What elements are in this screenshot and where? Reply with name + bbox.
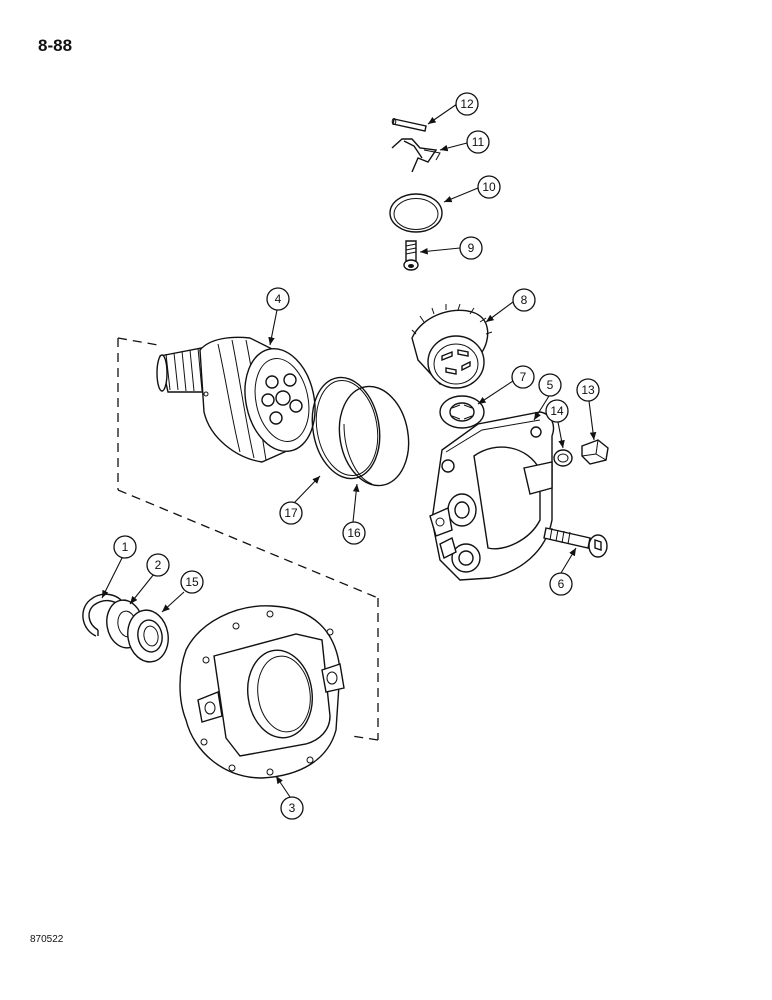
callout-10: 10 (477, 175, 501, 199)
part-7-valve-plate (439, 395, 485, 429)
callout-11: 11 (466, 130, 490, 154)
callout-9-label: 9 (468, 241, 475, 255)
callout-2: 2 (146, 553, 170, 577)
callout-7-label: 7 (520, 370, 527, 384)
callout-3-label: 3 (289, 801, 296, 815)
callout-12-label: 12 (460, 97, 474, 111)
part-8-gear-plate (411, 303, 493, 389)
callout-5: 5 (538, 373, 562, 397)
callout-16-label: 16 (347, 526, 361, 540)
callout-6: 6 (549, 572, 573, 596)
callout-15-label: 15 (185, 575, 199, 589)
callout-1: 1 (113, 535, 137, 559)
part-3-housing-flange (179, 605, 345, 779)
callout-17-label: 17 (284, 506, 298, 520)
callout-17: 17 (279, 501, 303, 525)
callout-4: 4 (266, 287, 290, 311)
part-12-roll-pin (391, 118, 427, 132)
part-14-washer (553, 449, 573, 467)
part-10-snap-ring (389, 193, 443, 233)
callout-1-label: 1 (122, 540, 129, 554)
part-5-end-cover-housing (429, 411, 555, 581)
figure-code: 870522 (30, 934, 64, 945)
callout-5-label: 5 (547, 378, 554, 392)
callout-10-label: 10 (482, 180, 496, 194)
part-15-bearing (127, 609, 169, 663)
callout-14: 14 (545, 399, 569, 423)
callout-6-label: 6 (558, 577, 565, 591)
callout-7: 7 (511, 365, 535, 389)
part-16-sleeve-ring (338, 385, 410, 487)
callout-13-label: 13 (581, 383, 595, 397)
callout-2-label: 2 (155, 558, 162, 572)
part-11-clip (391, 138, 441, 173)
callout-leaders (101, 103, 597, 798)
part-4-cylinder-block-assembly (156, 336, 316, 463)
page-number: 8-88 (38, 36, 73, 55)
callout-16: 16 (342, 521, 366, 545)
alignment-dashed-lines (117, 337, 379, 741)
part-13-plug (581, 439, 609, 465)
callout-14-label: 14 (550, 404, 564, 418)
part-6-cap-screw (543, 527, 608, 558)
part-9-screw (403, 240, 419, 271)
callout-12: 12 (455, 92, 479, 116)
callout-9: 9 (459, 236, 483, 260)
callout-11-label: 11 (472, 135, 485, 149)
callout-4-label: 4 (275, 292, 282, 306)
callout-8-label: 8 (521, 293, 528, 307)
callout-3: 3 (280, 796, 304, 820)
callout-15: 15 (180, 570, 204, 594)
part-17-o-ring (311, 376, 381, 480)
callout-13: 13 (576, 378, 600, 402)
callout-8: 8 (512, 288, 536, 312)
